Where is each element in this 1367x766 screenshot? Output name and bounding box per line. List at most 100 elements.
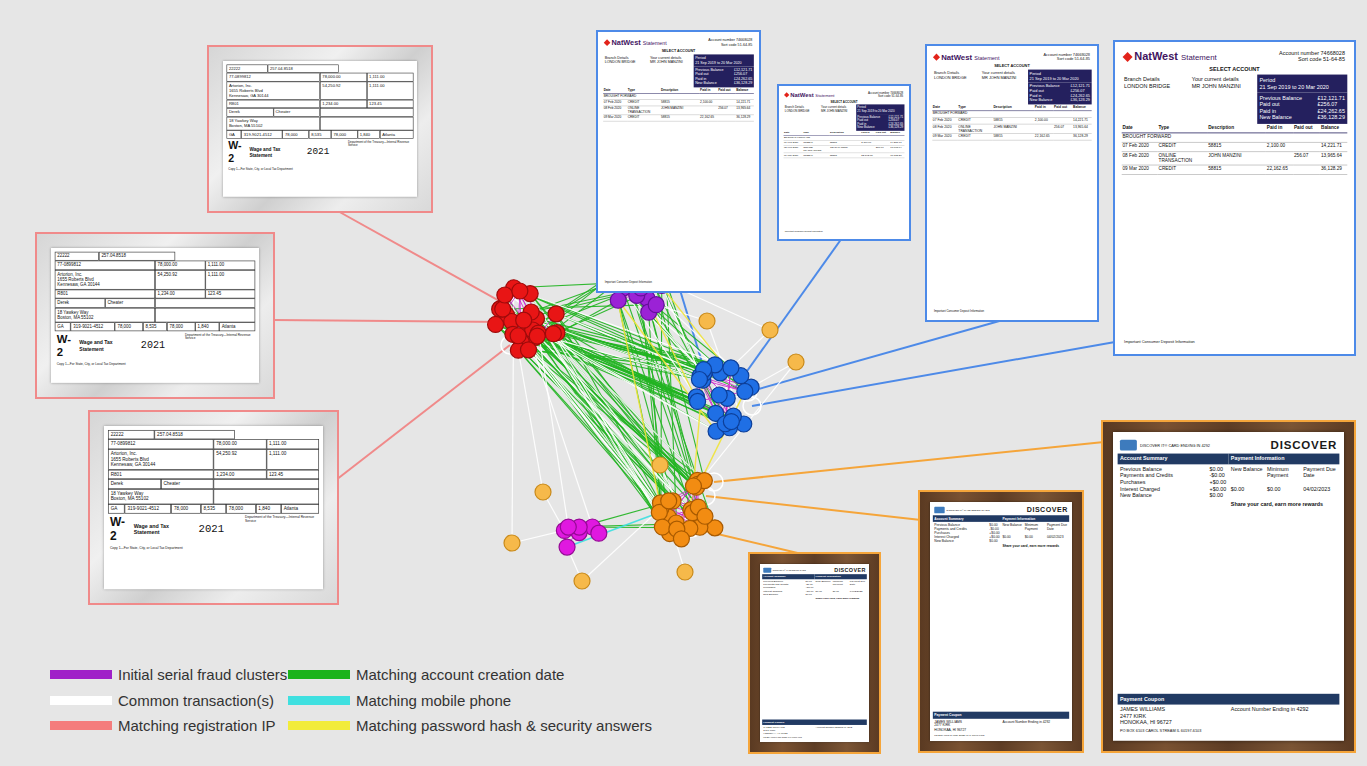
document-text: £36,128.29 xyxy=(1071,98,1090,103)
document-cell: Atlanta xyxy=(380,130,414,138)
document-text: CREDIT xyxy=(958,134,992,138)
document-paper: NatWestStatementAccount number 74668028S… xyxy=(781,88,907,237)
document-cell: GA xyxy=(108,504,125,514)
account-node xyxy=(661,493,677,509)
document-text: $0.00 xyxy=(989,539,999,543)
document-cell: Branch DetailsLONDON BRIDGE xyxy=(932,70,980,83)
document-cell: Your current detailsMR JOHN MANZINI xyxy=(980,70,1028,83)
document-cell: Date xyxy=(1122,124,1158,133)
document-cell: 256.07 xyxy=(1053,124,1072,134)
discover-statement-card: DISCOVER IT® CARD ENDING IN 4292DISCOVER… xyxy=(1101,420,1356,753)
document-cell: ONLINE TRANSACTION xyxy=(803,146,830,153)
document-text: 07 Feb 2020 xyxy=(604,100,627,104)
document-text: Your current details xyxy=(821,105,855,109)
document-text: Your current details xyxy=(650,56,692,60)
document-text: Cheater xyxy=(107,301,152,306)
document-cell: 319-9021-4512 xyxy=(241,130,282,138)
document-text: 18 Yawkey Way xyxy=(111,491,211,497)
document-cell: 18 Yawkey WayBoston, MA 55102 xyxy=(227,117,320,130)
document-cell: 08 Feb 2020 xyxy=(932,124,957,134)
document-text: Period xyxy=(1030,71,1090,76)
document-cell: NatWestStatement xyxy=(603,37,678,48)
document-text: 78,000.00 xyxy=(322,75,364,80)
transaction-link xyxy=(501,308,717,431)
document-text: Important Consumer Deposit Information xyxy=(605,281,753,284)
document-row: 18 Yawkey WayBoston, MA 55102 xyxy=(108,489,319,504)
document-text: Paid in xyxy=(1030,93,1069,98)
document-cell: 08 Feb 2020 xyxy=(603,106,627,115)
document-text: Previous Balance xyxy=(763,580,804,583)
account-node xyxy=(548,306,564,322)
document-cell: Description xyxy=(1207,124,1266,133)
legend-swatch xyxy=(50,721,112,730)
account-node xyxy=(529,328,545,344)
document-cell: JOHN MANZINI xyxy=(993,124,1034,134)
document-text: Description xyxy=(830,131,861,134)
account-node xyxy=(574,573,590,589)
document-text: JOHN MANZINI xyxy=(830,146,861,149)
document-text: 78,000 xyxy=(334,132,355,137)
document-text: MR JOHN MANZINI xyxy=(982,75,1026,80)
document-cell: 1,840 xyxy=(357,130,379,138)
document-cell: 78,000 xyxy=(167,322,195,331)
document-row: Important Consumer Deposit Information xyxy=(784,229,905,234)
document-cell: Department of the Treasury—Internal Reve… xyxy=(183,331,255,361)
document-text: £24,262.65 xyxy=(1317,108,1344,115)
document-cell: Branch DetailsLONDON BRIDGE xyxy=(603,55,648,67)
document-text: ONLINE TRANSACTION xyxy=(958,125,992,133)
document-text: New Balance xyxy=(857,126,886,130)
document-cell: 13,965.64 xyxy=(736,106,754,115)
document-text: Payment Information xyxy=(1231,456,1337,462)
account-node xyxy=(610,292,626,308)
document-cell: 18 Yawkey WayBoston, MA 55102 xyxy=(55,308,155,322)
document-text: 77-0899812 xyxy=(229,75,318,80)
document-text: BROUGHT FORWARD xyxy=(1122,134,1346,140)
document-text: 78,000.00 xyxy=(216,442,263,448)
document-text: R801 xyxy=(229,102,318,107)
document-row: BROUGHT FORWARD xyxy=(932,111,1091,118)
document-row: Copy 1—For State, City, or Local Tax Dep… xyxy=(227,166,414,173)
document-row: NatWestStatementAccount number 74668028S… xyxy=(1122,49,1348,65)
document-text: Payments and Credits xyxy=(934,527,987,531)
document-cell: Payment Information xyxy=(1229,454,1340,465)
document-text: Account Number Ending in 4292 xyxy=(1002,720,1067,724)
document-cell: Artorion, Inc.1655 Roberts BlvdKennesaw,… xyxy=(227,81,320,99)
creation-date-link xyxy=(641,288,730,428)
document-cell: GA xyxy=(55,322,71,331)
document-text: R801 xyxy=(111,472,211,478)
document-cell: 2,100.00 xyxy=(1034,117,1053,124)
document-row: Account SummaryPayment Information xyxy=(1118,454,1340,465)
document-text: 1,840 xyxy=(360,132,378,137)
document-cell: 22,162.65 xyxy=(1266,165,1293,174)
document-row: Branch DetailsLONDON BRIDGEYour current … xyxy=(784,104,905,114)
transaction-link xyxy=(527,331,592,527)
document-text: Share your card, earn more rewards xyxy=(816,597,866,600)
document-cell: 8,535 xyxy=(309,130,331,138)
document-cell: 1,111.00 xyxy=(367,81,414,99)
document-cell: 14,221.71 xyxy=(1073,117,1092,124)
document-cell: 54,250.92 xyxy=(214,449,267,470)
document-text: Payment Coupon xyxy=(934,713,1067,717)
document-text: Paid in xyxy=(861,131,875,134)
document-text: Derek xyxy=(57,301,102,306)
document-text: Paid out xyxy=(876,131,890,134)
document-cell: PO BOX 6103 CAROL STREAM IL 60197-6103 xyxy=(933,732,1069,738)
document-cell: 36,128.29 xyxy=(1320,165,1347,174)
document-paper: DISCOVER IT® CARD ENDING IN 4292DISCOVER… xyxy=(760,564,869,742)
document-row: Artorion, Inc.1655 Roberts BlvdKennesaw,… xyxy=(227,81,414,99)
document-paper: DISCOVER IT® CARD ENDING IN 4292DISCOVER… xyxy=(1113,432,1344,741)
document-row: R8011,234.00123.45 xyxy=(108,470,319,480)
leader-line xyxy=(336,345,510,480)
document-paper: 22222257.04.851877-089981278,000.001,111… xyxy=(51,248,259,383)
document-cell: Copy 1—For State, City, or Local Tax Dep… xyxy=(227,166,414,173)
document-text: Description xyxy=(993,105,1033,109)
document-cell: CREDIT xyxy=(1158,142,1208,151)
document-row: NatWestStatementAccount number 74668028S… xyxy=(784,91,905,100)
document-row: Previous Balance£12,121.71Paid out£256.0… xyxy=(932,82,1091,104)
document-cell: 13,965.64 xyxy=(1073,124,1092,134)
document-cell: Account Summary xyxy=(1118,454,1229,465)
document-text: +$0.00 xyxy=(806,586,814,589)
document-row: Share your card, earn more rewards xyxy=(933,544,1069,550)
document-text: Account Number Ending in 4292 xyxy=(816,726,866,729)
document-cell: 09 Mar 2020 xyxy=(603,115,627,121)
